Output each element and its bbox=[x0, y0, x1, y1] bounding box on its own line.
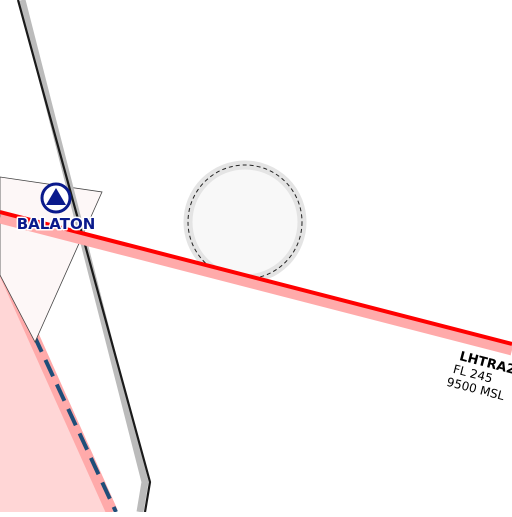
border-line bbox=[16, 0, 152, 513]
navaid-triangle-icon bbox=[46, 188, 66, 205]
dashed-airspace-boundary bbox=[0, 261, 118, 513]
waypoint-label: BALATON bbox=[17, 215, 96, 233]
airspace-boundary-line[interactable] bbox=[0, 210, 512, 346]
circle-feature-outline bbox=[187, 164, 303, 280]
airspace-label[interactable]: LHTRA2 FL 245 9500 MSL bbox=[445, 348, 512, 404]
airspace-boundary-band bbox=[0, 212, 512, 356]
waypoint-balaton[interactable] bbox=[40, 182, 72, 214]
circle-feature[interactable] bbox=[183, 160, 307, 284]
waypoint-label-halo: BALATON bbox=[17, 215, 96, 233]
